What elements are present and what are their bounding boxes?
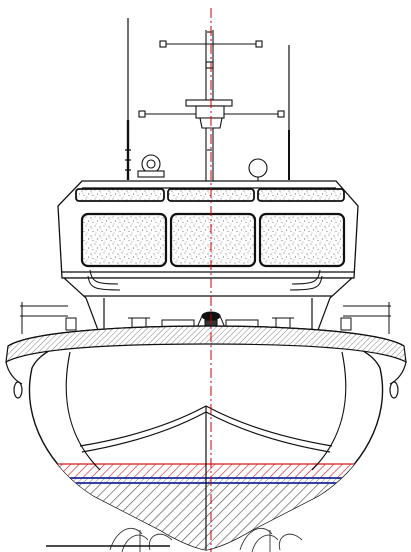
guardrail-right [340, 302, 391, 334]
horn-icon [137, 154, 165, 178]
fender-side-left [5, 361, 23, 399]
wheelhouse-upper-windows [75, 188, 345, 202]
hull-chine-lines [65, 351, 347, 550]
fender-side-right [389, 361, 407, 399]
guardrail-left [20, 302, 77, 334]
side-railing-right [289, 269, 323, 291]
propeller-right [239, 528, 303, 552]
antenna-left [125, 18, 131, 180]
spotlight-icon [248, 158, 268, 184]
wheelhouse-front-windows [80, 212, 346, 268]
side-railing-left [87, 269, 121, 291]
